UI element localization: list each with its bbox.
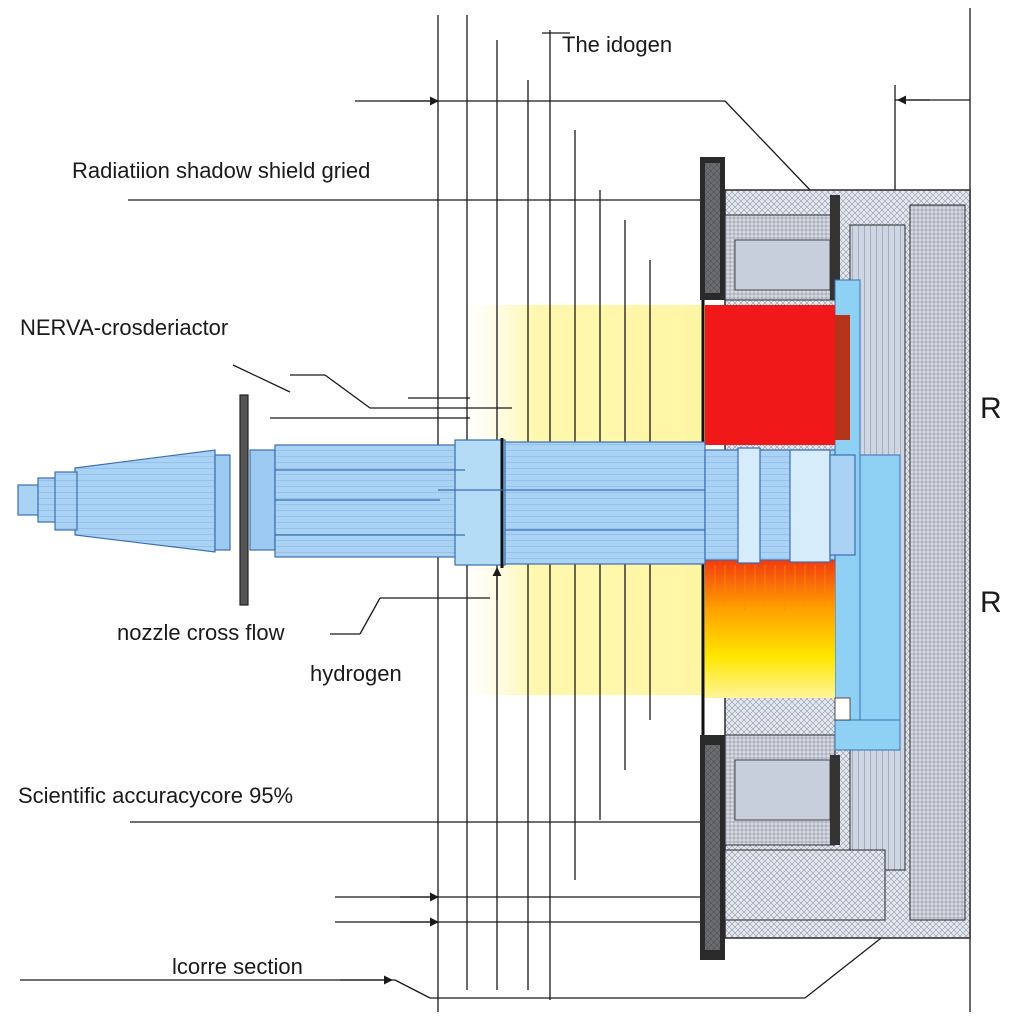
shaft-collar-1 bbox=[737, 447, 761, 564]
nozzle-main-tube bbox=[274, 444, 466, 558]
core-fire-zone bbox=[705, 560, 835, 698]
leader-lines bbox=[20, 32, 970, 999]
engine-nozzle bbox=[17, 394, 856, 606]
label-r-upper: R bbox=[980, 392, 1002, 425]
nozzle-tip bbox=[17, 484, 41, 516]
label-top: The idogen bbox=[562, 32, 672, 57]
label-reactor: NERVA-crosderiactor bbox=[20, 315, 228, 340]
label-nozzle: nozzle cross flow bbox=[117, 620, 285, 645]
label-core-section: lcorre section bbox=[172, 954, 303, 979]
reactor-core bbox=[701, 300, 851, 735]
flange-ring bbox=[239, 394, 249, 606]
dimension-arrows bbox=[340, 95, 930, 985]
core-hot-zone bbox=[705, 305, 835, 445]
core-dark-red-zone bbox=[835, 315, 850, 440]
label-shield: Radiatiion shadow shield gried bbox=[72, 158, 370, 183]
label-accuracy: Scientific accuracycore 95% bbox=[18, 783, 293, 808]
shaft-collar-2 bbox=[789, 449, 831, 563]
label-r-lower: R bbox=[980, 586, 1002, 619]
label-hydrogen: hydrogen bbox=[310, 661, 402, 686]
